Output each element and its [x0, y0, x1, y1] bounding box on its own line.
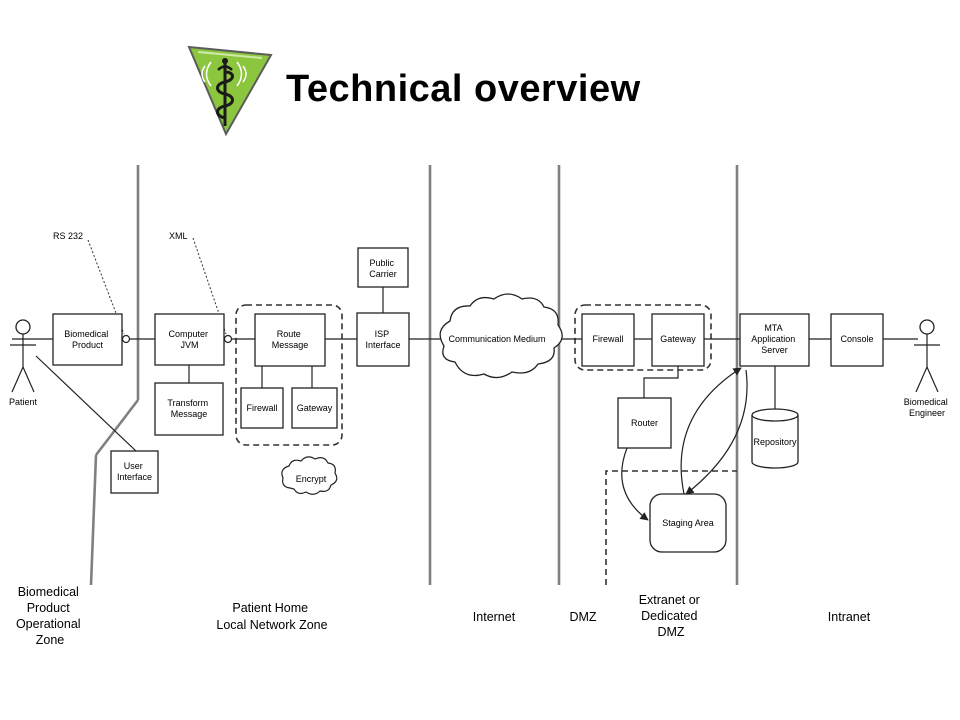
staging-mta-arrow [680, 367, 742, 495]
engineer-actor-icon [914, 319, 940, 393]
svg-text:Console: Console [840, 334, 873, 344]
svg-text:Encrypt: Encrypt [296, 474, 327, 484]
caduceus-logo-icon [187, 45, 273, 137]
svg-text:Firewall: Firewall [592, 334, 623, 344]
firewall-home-box[interactable]: Firewall [240, 387, 284, 429]
svg-text:User Interface: User Interface [117, 461, 152, 482]
extranet-boundary [605, 470, 737, 585]
mta-server-box[interactable]: MTA Application Server [739, 313, 810, 367]
xml-port-icon [223, 334, 233, 344]
svg-text:Router: Router [631, 418, 658, 428]
rs232-port-icon [121, 334, 131, 344]
svg-text:Staging Area: Staging Area [662, 518, 714, 528]
repository-database-icon[interactable]: Repository [751, 408, 799, 469]
patient-label: Patient [9, 397, 38, 407]
svg-text:MTA Application: MTA Application Server [751, 323, 798, 355]
zone-label-dmz: DMZ [569, 610, 596, 624]
zone-label-internet: Internet [473, 610, 516, 624]
rs232-pointer [87, 239, 125, 335]
mta-staging-arrow [685, 369, 748, 495]
public-carrier-box[interactable]: Public Carrier [357, 247, 409, 288]
svg-text:Transform Message: Transform Message [167, 398, 210, 419]
svg-text:Gateway: Gateway [660, 334, 696, 344]
transform-message-box[interactable]: Transform Message [154, 382, 224, 436]
router-box[interactable]: Router [617, 397, 672, 449]
dmz-group [574, 304, 712, 371]
encrypt-cloud[interactable]: Encrypt [281, 456, 338, 495]
zone-separators [89, 165, 739, 586]
gateway-router-link [643, 366, 679, 398]
biomedical-product-box[interactable]: Biomedical Product [52, 313, 123, 366]
firewall-dmz-box[interactable]: Firewall [581, 313, 635, 367]
rs232-label: RS 232 [53, 231, 83, 241]
svg-text:Public Carrier: Public Carrier [369, 258, 397, 279]
svg-text:ISP Interface: ISP Interface [365, 329, 400, 350]
home-network-group [235, 304, 343, 446]
gateway-dmz-box[interactable]: Gateway [651, 313, 705, 367]
page-title: Technical overview [286, 68, 641, 110]
console-box[interactable]: Console [830, 313, 884, 367]
zone-label-extranet: Extranet or Dedicated DMZ [639, 593, 704, 639]
svg-text:Repository: Repository [753, 437, 797, 447]
patient-actor-icon [10, 319, 36, 393]
gateway-home-box[interactable]: Gateway [291, 387, 338, 429]
zone-label-operational: Biomedical Product Operational Zone [16, 585, 84, 647]
zone-label-home: Patient Home Local Network Zone [216, 601, 327, 632]
router-staging-arrow [621, 447, 649, 521]
svg-text:Route Message: Route Message [272, 329, 309, 350]
computer-jvm-box[interactable]: Computer JVM [154, 313, 225, 366]
route-message-box[interactable]: Route Message [254, 313, 326, 367]
communication-medium-cloud[interactable]: Communication Medium [439, 293, 563, 379]
user-interface-box[interactable]: User Interface [110, 450, 159, 494]
isp-interface-box[interactable]: ISP Interface [356, 312, 410, 367]
svg-text:Communication Medium: Communication Medium [448, 334, 545, 344]
patient-ui-link [35, 355, 137, 452]
svg-text:Biomedical Product: Biomedical Product [64, 329, 111, 350]
svg-text:Gateway: Gateway [297, 403, 333, 413]
svg-text:Firewall: Firewall [246, 403, 277, 413]
zone-label-intranet: Intranet [828, 610, 871, 624]
xml-label: XML [169, 231, 188, 241]
svg-text:Computer JVM: Computer JVM [168, 329, 210, 350]
engineer-label: Biomedical Engineer [904, 397, 951, 418]
staging-area-box[interactable]: Staging Area [649, 493, 727, 553]
